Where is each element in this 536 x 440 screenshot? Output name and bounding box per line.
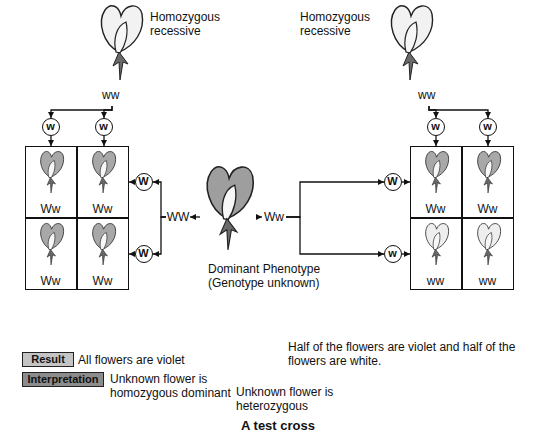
unknown-flower: Dominant Phenotype (Genotype unknown) bbox=[200, 160, 256, 260]
gamete-circle: W bbox=[135, 173, 153, 191]
violet-flower bbox=[478, 151, 501, 193]
node-text: w bbox=[43, 119, 58, 134]
node-text: Ww bbox=[463, 202, 512, 216]
node-text: Dominant Phenotype (Genotype unknown) bbox=[208, 262, 333, 290]
parent-flower: Homozygous recessive ww bbox=[92, 2, 228, 106]
punnett-cell: Ww bbox=[410, 146, 462, 218]
arrow-connector bbox=[487, 136, 488, 146]
arrow-connector bbox=[286, 217, 384, 254]
white-flower bbox=[391, 6, 432, 80]
white-flower bbox=[478, 223, 501, 265]
violet-flower bbox=[93, 151, 116, 193]
node-text: ww bbox=[463, 274, 512, 288]
gamete-circle: w bbox=[42, 118, 60, 136]
node-text: Ww bbox=[411, 202, 460, 216]
arrow-connector bbox=[435, 136, 436, 146]
gamete-circle: W bbox=[135, 245, 153, 263]
punnett-cell: Ww bbox=[25, 146, 77, 218]
node-text: W bbox=[136, 246, 151, 261]
interpretation-tag: Interpretation bbox=[22, 372, 104, 387]
caption: A test cross bbox=[218, 418, 338, 433]
note-text: All flowers are violet bbox=[78, 353, 238, 367]
arrow-connector bbox=[190, 216, 200, 217]
note-text: Half of the flowers are violet and half … bbox=[288, 340, 526, 368]
white-flower bbox=[101, 6, 142, 80]
gamete-circle: w bbox=[427, 118, 445, 136]
node-text: Ww bbox=[26, 274, 75, 288]
gamete-circle: w bbox=[384, 245, 402, 263]
result-tag: Result bbox=[22, 352, 74, 367]
note-text: Unknown flower is homozygous dominant bbox=[110, 372, 232, 400]
arrow-connector bbox=[104, 106, 112, 118]
node-text: ww bbox=[102, 88, 132, 102]
punnett-cell: Ww bbox=[462, 146, 514, 218]
genotype-node: Ww bbox=[262, 209, 286, 225]
arrow-connector bbox=[429, 106, 488, 118]
node-text: Ww bbox=[78, 274, 127, 288]
parent-flower: Homozygous recessive ww bbox=[300, 2, 450, 106]
node-text: ww bbox=[418, 88, 448, 102]
node-text: Ww bbox=[262, 210, 286, 224]
punnett-cell: Ww bbox=[77, 218, 129, 290]
arrow-connector bbox=[153, 182, 166, 217]
punnett-cell: Ww bbox=[77, 146, 129, 218]
node-text: ww bbox=[411, 274, 460, 288]
node-text: Homozygous recessive bbox=[300, 10, 378, 38]
arrow-connector bbox=[402, 181, 410, 182]
node-text: Result bbox=[23, 353, 73, 366]
node-text: Ww bbox=[26, 202, 75, 216]
node-text: Homozygous recessive bbox=[150, 10, 228, 38]
genotype-node: WW bbox=[166, 209, 190, 225]
arrow-connector bbox=[129, 181, 135, 182]
arrow-connector bbox=[50, 136, 51, 146]
note-text: Unknown flower is heterozygous bbox=[236, 385, 346, 413]
gamete-circle: W bbox=[384, 173, 402, 191]
arrow-connector bbox=[103, 136, 104, 146]
punnett-cell: Ww bbox=[25, 218, 77, 290]
arrow-connector bbox=[129, 253, 135, 254]
gamete-circle: w bbox=[479, 118, 497, 136]
arrow-connector bbox=[256, 216, 262, 217]
node-text: w bbox=[385, 246, 400, 261]
node-text: w bbox=[428, 119, 443, 134]
arrow-connector bbox=[402, 253, 410, 254]
node-text: WW bbox=[166, 210, 190, 224]
arrow-connector bbox=[153, 217, 166, 254]
arrow-connector bbox=[286, 182, 384, 217]
node-text: w bbox=[96, 119, 111, 134]
violet-flower bbox=[93, 223, 116, 265]
arrow-connector bbox=[51, 106, 112, 118]
node-text: Interpretation bbox=[23, 373, 103, 386]
violet-flower bbox=[426, 151, 449, 193]
white-flower bbox=[426, 223, 449, 265]
violet-flower bbox=[207, 167, 253, 250]
node-text: Ww bbox=[78, 202, 127, 216]
arrow-connector bbox=[429, 106, 436, 118]
punnett-cell: ww bbox=[462, 218, 514, 290]
violet-flower bbox=[41, 223, 64, 265]
node-text: W bbox=[385, 174, 400, 189]
node-text: w bbox=[480, 119, 495, 134]
violet-flower bbox=[41, 151, 64, 193]
node-text: W bbox=[136, 174, 151, 189]
punnett-cell: ww bbox=[410, 218, 462, 290]
gamete-circle: w bbox=[95, 118, 113, 136]
